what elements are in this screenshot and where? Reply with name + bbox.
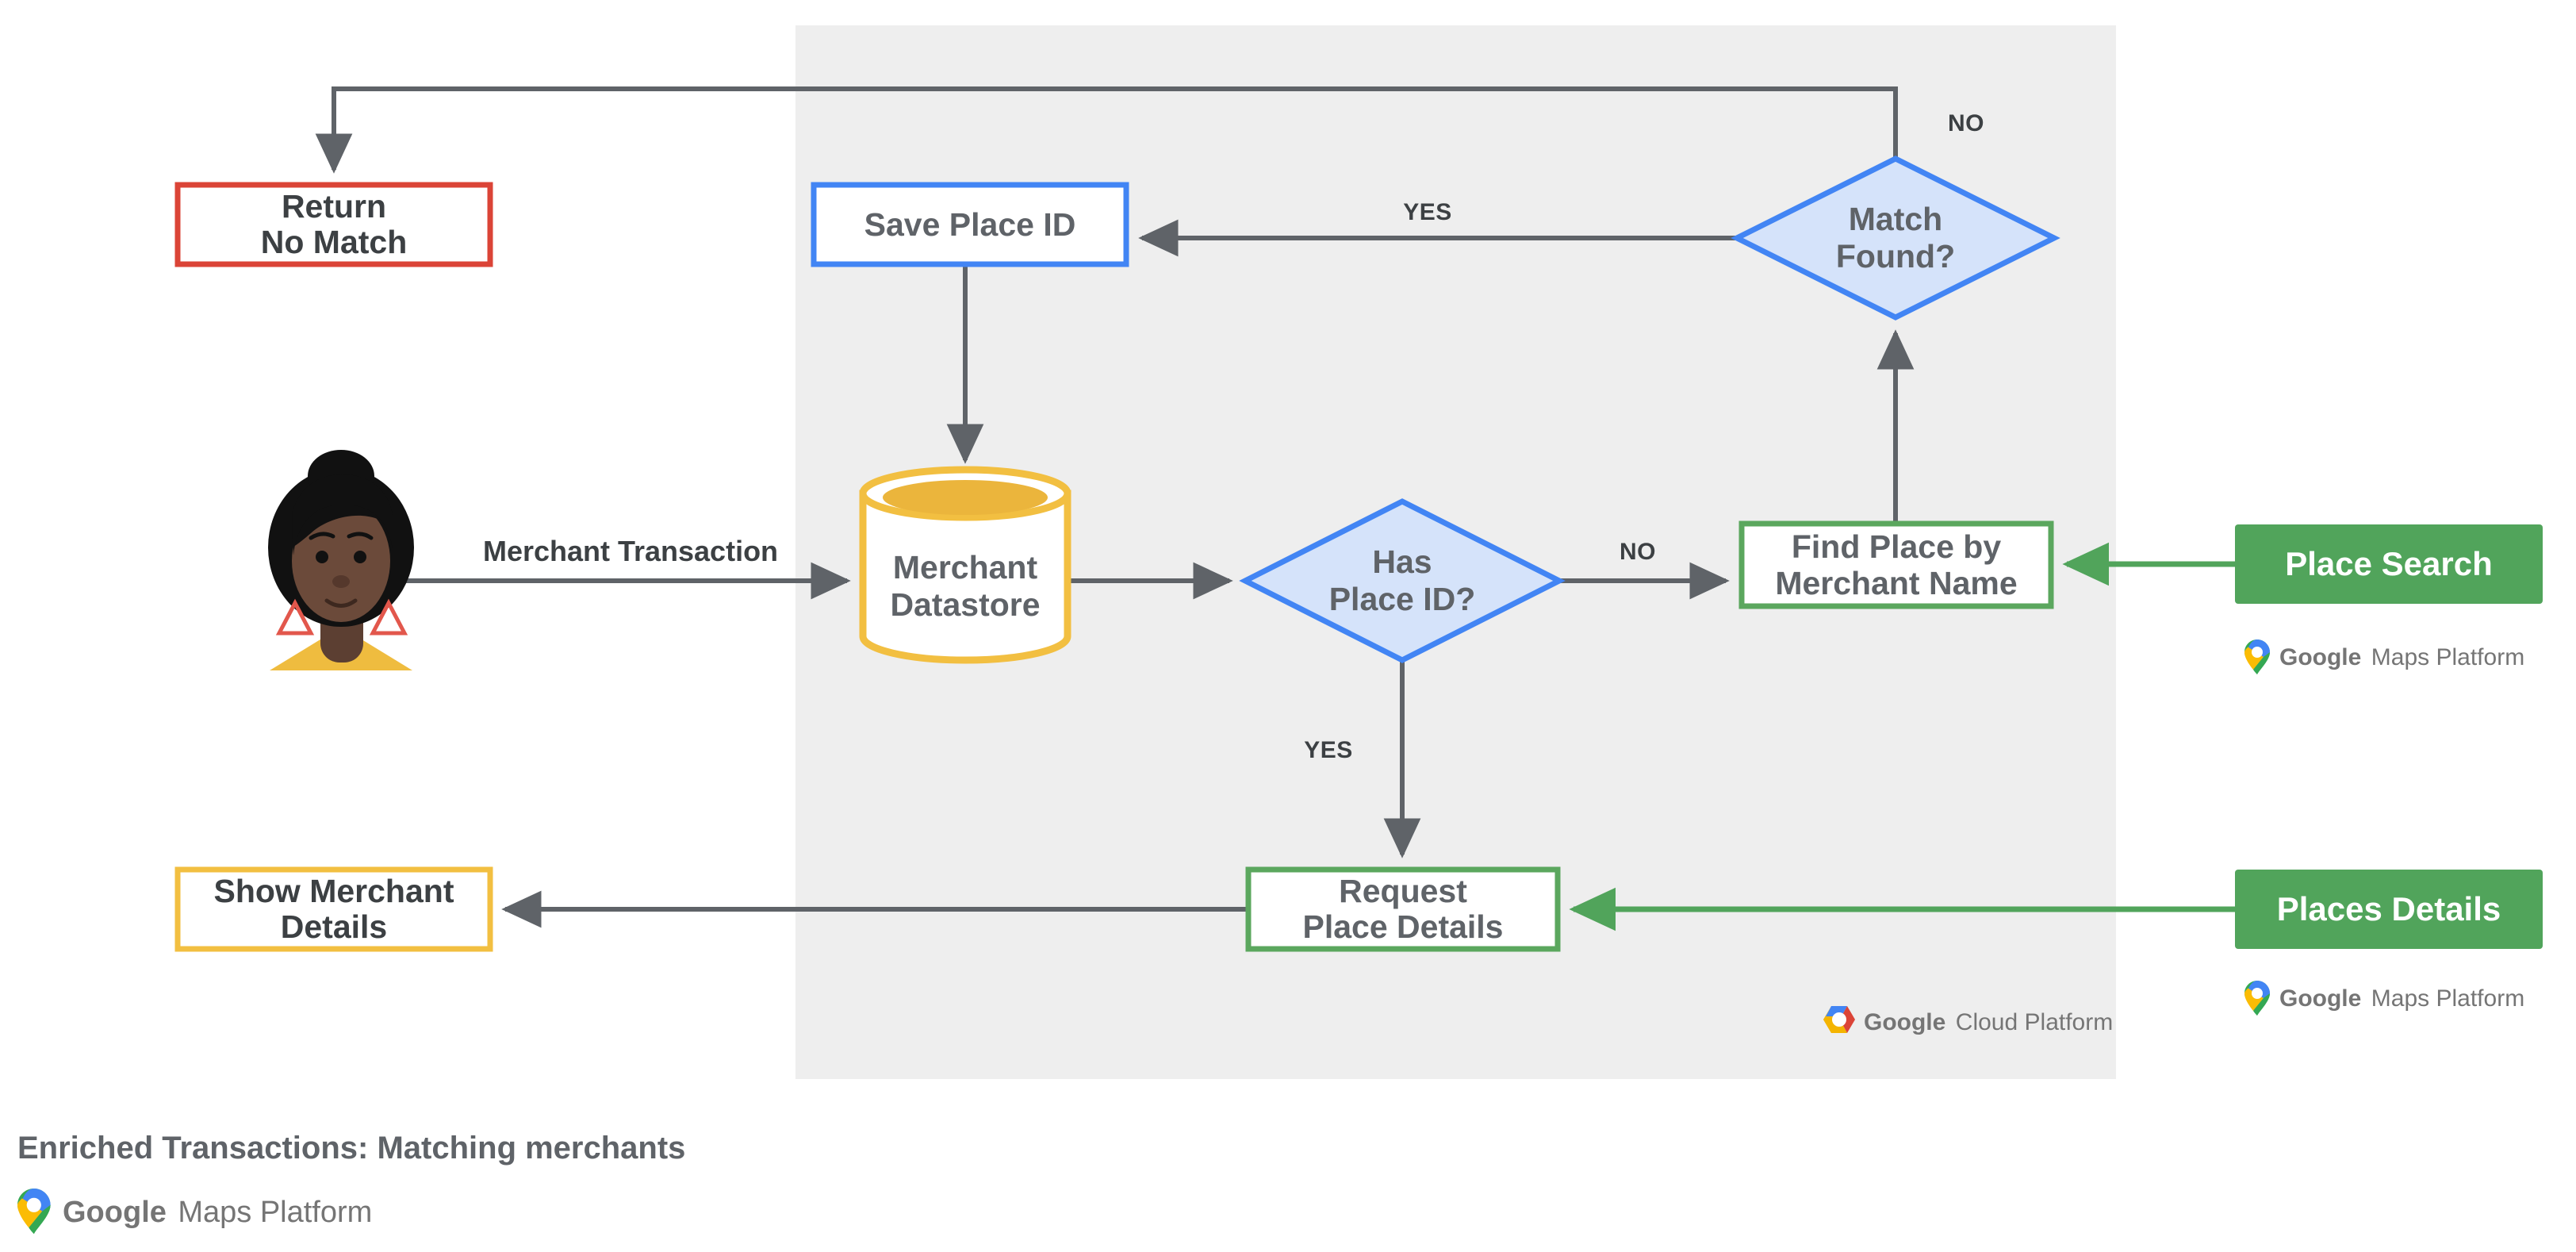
api-connector-layer — [1569, 542, 2235, 931]
google-cloud-platform-logo: Google Cloud Platform — [1823, 1006, 2113, 1035]
match-found-decision[interactable]: Match Found? — [1731, 156, 2060, 321]
logo-google-word: Google Maps Platform — [2279, 644, 2524, 670]
merchant-datastore-label-1: Merchant — [893, 549, 1038, 586]
show-merchant-details-box[interactable]: Show Merchant Details — [174, 866, 493, 952]
find-place-label-1: Find Place by — [1792, 528, 2001, 565]
place-search-label: Place Search — [2285, 545, 2493, 582]
edge-match-found-no-to-return-no-match — [315, 86, 1898, 174]
logo-google-text: Google — [2279, 985, 2361, 1012]
show-merchant-details-label-1: Show Merchant — [214, 873, 454, 909]
logo-google-word: Google Maps Platform — [2279, 985, 2524, 1012]
show-merchant-details-label-2: Details — [281, 908, 387, 945]
has-place-id-label-1: Has — [1372, 543, 1432, 580]
logo-product-text: Maps Platform — [178, 1196, 372, 1229]
place-search-button[interactable]: Place Search — [2235, 524, 2543, 604]
find-place-label-2: Merchant Name — [1775, 565, 2017, 601]
match-found-label-2: Found? — [1836, 238, 1955, 275]
no-has-place-id-label: NO — [1620, 539, 1656, 565]
page-title: Enriched Transactions: Matching merchant… — [17, 1131, 685, 1166]
return-no-match-box[interactable]: Return No Match — [174, 182, 493, 267]
logo-google-word: Google Cloud Platform — [1864, 1009, 2113, 1035]
logo-google-text: Google — [63, 1196, 167, 1229]
return-no-match-label-1: Return — [282, 188, 386, 225]
merchant-datastore-label-2: Datastore — [890, 586, 1040, 623]
google-maps-platform-logo: Google Maps Platform — [2244, 639, 2524, 674]
match-found-label-1: Match — [1849, 201, 1942, 237]
merchant-datastore-cylinder[interactable]: Merchant Datastore — [859, 466, 1071, 664]
find-place-by-merchant-name-box[interactable]: Find Place by Merchant Name — [1738, 520, 2054, 609]
logo-product-text: Maps Platform — [2371, 644, 2524, 670]
merchant-transaction-label: Merchant Transaction — [483, 535, 778, 567]
connector-layer — [315, 86, 1915, 928]
yes-match-found-label: YES — [1403, 199, 1452, 225]
places-details-button[interactable]: Places Details — [2235, 870, 2543, 949]
merchant-customer-avatar — [268, 450, 414, 670]
maps-pin-icon — [2244, 981, 2270, 1016]
request-place-details-label-2: Place Details — [1303, 908, 1504, 945]
logo-google-word: Google Maps Platform — [63, 1196, 372, 1229]
save-place-id-label: Save Place ID — [864, 206, 1076, 243]
cloud-hexagon-icon — [1823, 1006, 1855, 1033]
request-place-details-label-1: Request — [1339, 873, 1467, 909]
google-maps-platform-logo: Google Maps Platform — [2244, 981, 2524, 1016]
places-details-label: Places Details — [2277, 890, 2501, 927]
yes-has-place-id-label: YES — [1304, 737, 1353, 763]
google-maps-platform-logo: Google Maps Platform — [17, 1189, 372, 1235]
logo-google-text: Google — [1864, 1009, 1945, 1035]
maps-pin-icon — [17, 1189, 51, 1235]
logo-google-text: Google — [2279, 644, 2361, 670]
return-no-match-label-2: No Match — [261, 224, 408, 260]
no-match-found-label: NO — [1948, 110, 1984, 136]
has-place-id-label-2: Place ID? — [1329, 581, 1476, 617]
logo-product-text: Cloud Platform — [1956, 1009, 2113, 1035]
request-place-details-box[interactable]: Request Place Details — [1245, 866, 1561, 952]
save-place-id-box[interactable]: Save Place ID — [811, 182, 1129, 267]
maps-pin-icon — [2244, 639, 2270, 674]
logo-product-text: Maps Platform — [2371, 985, 2524, 1012]
has-place-id-decision[interactable]: Has Place ID? — [1239, 498, 1566, 663]
